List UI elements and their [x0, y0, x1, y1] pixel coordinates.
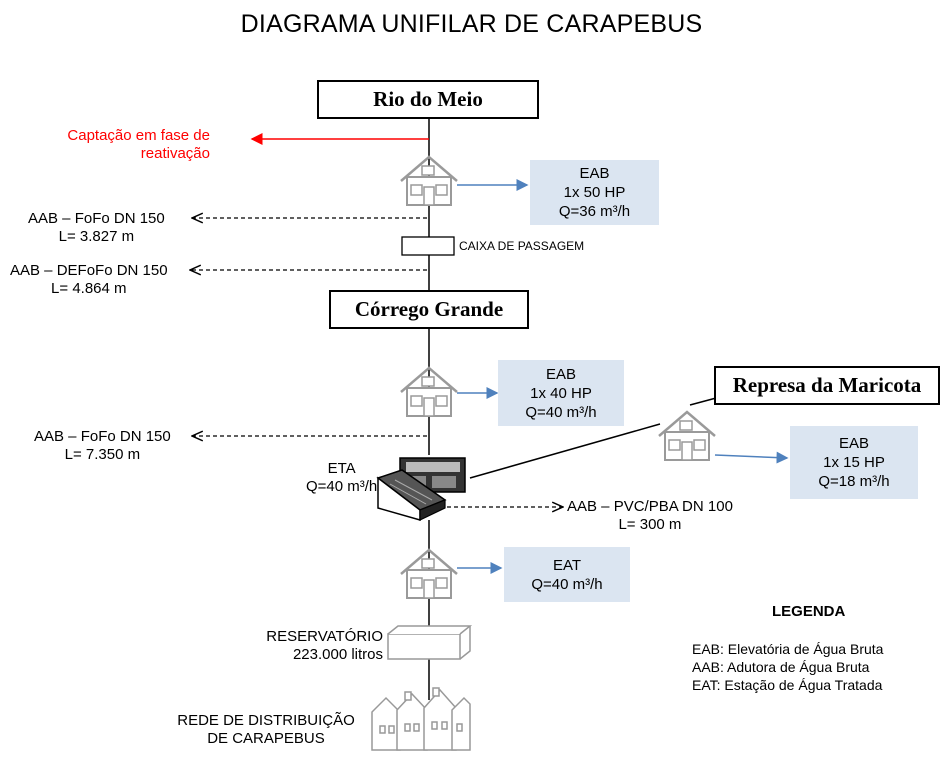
eab3-arrow — [715, 455, 787, 458]
legend-item: EAB: Elevatória de Água Bruta — [692, 640, 883, 658]
rio-do-meio-box: Rio do Meio — [317, 80, 539, 119]
represa-maricota-box: Represa da Maricota — [714, 366, 940, 405]
legend-item: EAT: Estação de Água Tratada — [692, 676, 883, 694]
reservatorio-icon — [388, 626, 470, 659]
corrego-grande-box: Córrego Grande — [329, 290, 529, 329]
eab3-house-icon — [659, 412, 715, 460]
legend-item: AAB: Adutora de Água Bruta — [692, 658, 883, 676]
legend-title: LEGENDA — [772, 603, 845, 620]
eta-icon — [378, 458, 465, 520]
captacao-label: Captação em fase de reativação — [20, 127, 210, 163]
represa-eta-line — [470, 424, 660, 478]
legend-items: EAB: Elevatória de Água Bruta AAB: Aduto… — [692, 640, 883, 694]
caixa-passagem-label: CAIXA DE PASSAGEM — [459, 237, 584, 255]
caixa-passagem-box — [402, 237, 454, 255]
rede-houses-icon — [372, 688, 470, 750]
